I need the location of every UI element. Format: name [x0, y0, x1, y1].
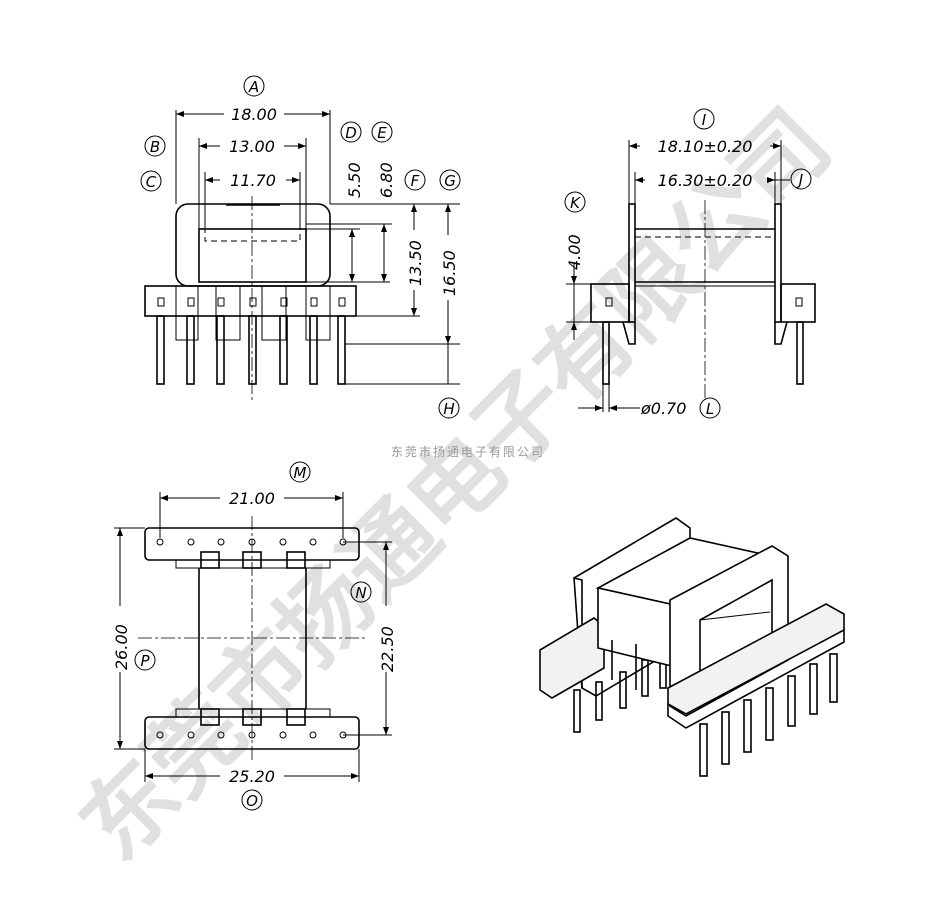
callout-C: C: [146, 173, 157, 191]
callout-J: J: [796, 171, 803, 189]
callout-I: I: [702, 111, 707, 129]
dim-E-value: 6.80: [377, 162, 396, 198]
callout-L: L: [706, 400, 714, 418]
dim-K-value: 4.00: [565, 234, 584, 270]
callout-A: A: [248, 78, 259, 96]
dim-I-value: 18.10±0.20: [658, 137, 753, 156]
callout-F: F: [411, 172, 420, 190]
callout-G: G: [444, 172, 456, 190]
callout-P: P: [140, 652, 150, 670]
dim-C-value: 11.70: [230, 171, 276, 190]
dim-L-value: ø0.70: [640, 399, 686, 418]
isometric-view: [539, 517, 845, 777]
dim-J-value: 16.30±0.20: [658, 171, 753, 190]
callout-O: O: [246, 792, 258, 810]
dim-N-value: 22.50: [378, 626, 397, 672]
callout-D: D: [345, 124, 357, 142]
front-view: 18.00 A 13.00 B 11.70 C 5.50 D: [140, 75, 461, 419]
dim-F-value: 13.50: [406, 240, 425, 286]
dim-B-value: 13.00: [229, 137, 275, 156]
callout-B: B: [150, 138, 160, 156]
callout-M: M: [294, 464, 307, 482]
dim-D-value: 5.50: [345, 162, 364, 198]
bottom-view: 21.00 M 22.50 N 26.00 P 25.20 O: [112, 461, 397, 811]
callout-N: N: [355, 584, 366, 602]
dim-A-value: 18.00: [231, 105, 277, 124]
dim-G-value: 16.50: [440, 250, 459, 296]
callout-K: K: [570, 194, 581, 212]
dim-O-value: 25.20: [229, 767, 275, 786]
dim-P-value: 26.00: [112, 624, 131, 670]
callout-H: H: [443, 400, 454, 418]
callout-E: E: [377, 124, 387, 142]
dim-M-value: 21.00: [229, 489, 275, 508]
company-caption: 东莞市扬通电子有限公司: [391, 444, 545, 459]
side-view: 18.10±0.20 I 16.30±0.20 J 4.00 K ø0.70 L: [564, 108, 816, 419]
